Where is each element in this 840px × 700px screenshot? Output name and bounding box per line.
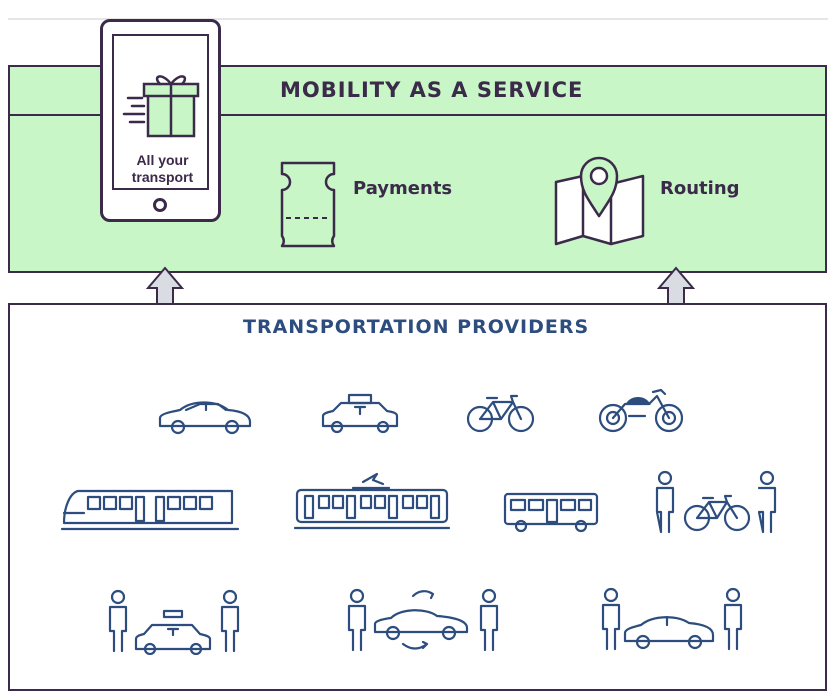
train-icon <box>60 487 244 535</box>
taxi-icon <box>319 392 401 434</box>
car-icon <box>156 396 254 436</box>
phone-text-line2: transport <box>131 169 194 185</box>
phone-text: All your transport <box>114 152 211 186</box>
bicycle-icon <box>465 392 537 434</box>
phone-icon: All your transport <box>100 19 221 222</box>
maas-title: MOBILITY AS A SERVICE <box>280 78 584 102</box>
top-frame-line <box>8 18 828 68</box>
payments-label: Payments <box>353 178 453 199</box>
taxi-sharing-icon <box>104 589 244 655</box>
map-icon <box>553 152 648 247</box>
phone-screen: All your transport <box>112 34 209 190</box>
gift-icon <box>122 75 200 138</box>
providers-title: TRANSPORTATION PROVIDERS <box>243 316 590 338</box>
routing-label: Routing <box>660 178 740 199</box>
bike-sharing-icon <box>651 470 781 536</box>
ticket-icon <box>278 160 338 250</box>
motorcycle-icon <box>595 386 687 434</box>
tram-icon <box>293 470 451 532</box>
bus-icon <box>501 490 601 534</box>
ride-sharing-icon <box>343 584 503 654</box>
providers-header <box>8 303 827 355</box>
maas-divider <box>8 114 827 116</box>
phone-text-line1: All your <box>136 152 189 168</box>
phone-home-button <box>153 198 167 212</box>
car-sharing-icon <box>597 585 747 653</box>
